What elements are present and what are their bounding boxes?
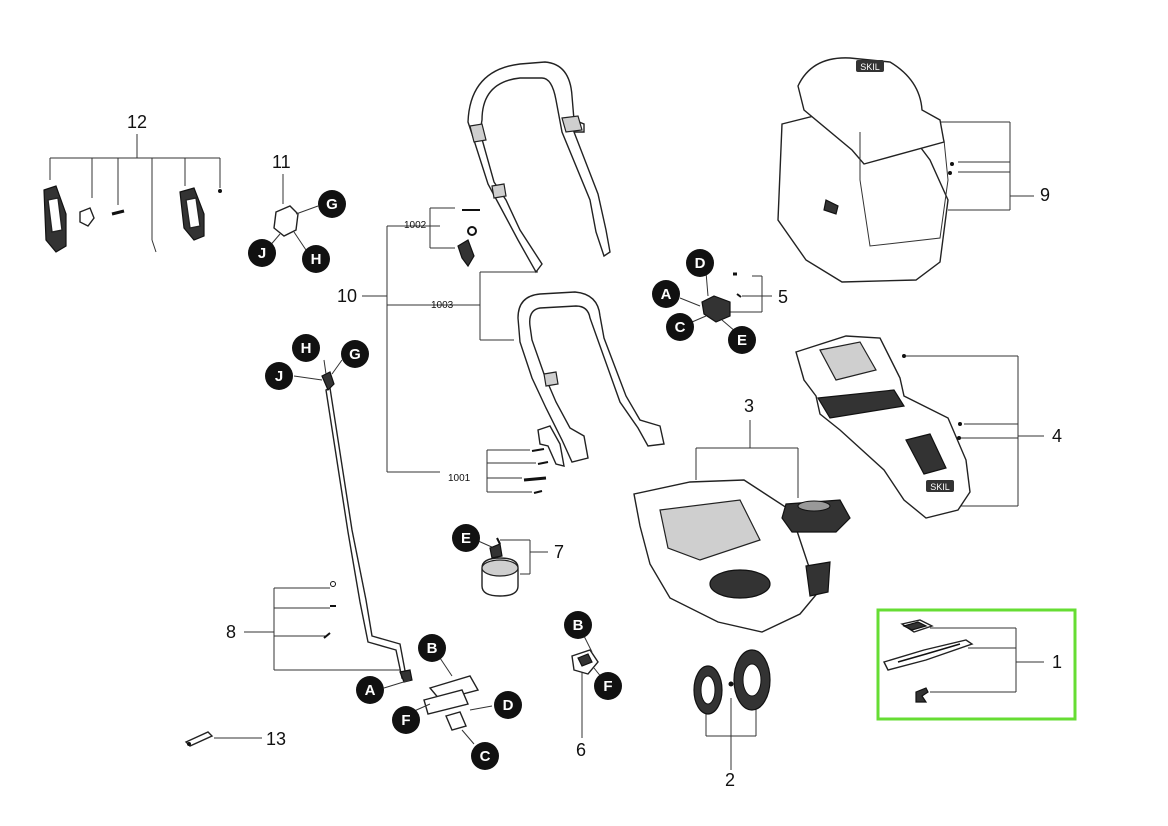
badge-h-8: H [292, 334, 320, 362]
part-3-deck[interactable]: 3 [633, 396, 851, 633]
part-13-key[interactable]: 13 [184, 729, 286, 749]
svg-text:B: B [427, 640, 438, 657]
part-number-9: 9 [1040, 185, 1050, 205]
svg-text:D: D [695, 255, 706, 272]
part-number-7: 7 [554, 542, 564, 562]
badge-a-5: A [652, 280, 680, 308]
deck-logo-plate [926, 480, 954, 492]
part-9-grass-bag[interactable]: 9 SKIL [777, 57, 1050, 283]
svg-text:A: A [661, 286, 672, 303]
badge-a-cable: A [356, 676, 384, 704]
part-number-5: 5 [778, 287, 788, 307]
selected-part-highlight [876, 608, 1077, 721]
sub-code-1002: 1002 [404, 220, 427, 231]
svg-text:C: C [675, 319, 686, 336]
badge-c-5: C [666, 313, 694, 341]
part-number-8: 8 [226, 622, 236, 642]
svg-text:E: E [737, 332, 747, 349]
part-number-11: 11 [272, 152, 291, 172]
badge-g-11: G [318, 190, 346, 218]
part-4-rear-guard[interactable]: 4 SKIL [795, 335, 1062, 519]
bag-logo-text: SKIL [860, 62, 880, 72]
badge-j-8: J [265, 362, 293, 390]
badge-f-cable: F [392, 706, 420, 734]
svg-text:G: G [349, 346, 361, 363]
part-number-1: 1 [1052, 652, 1062, 672]
badge-g-8: G [341, 340, 369, 368]
part-5-bracket[interactable]: 5 [679, 271, 788, 333]
part-11-switch[interactable]: 11 [267, 152, 319, 251]
part-8-cable[interactable]: 8 [226, 359, 413, 683]
svg-text:H: H [301, 340, 312, 357]
svg-text:J: J [275, 368, 283, 385]
svg-text:B: B [573, 617, 584, 634]
blade-bolt [915, 687, 929, 703]
part-10-handle[interactable]: 10 1002 1003 1001 [337, 61, 665, 494]
part-6-switch-box[interactable]: 6 [571, 635, 603, 760]
badge-e-7: E [452, 524, 480, 552]
svg-text:H: H [311, 251, 322, 268]
svg-text:A: A [365, 682, 376, 699]
svg-text:J: J [258, 245, 266, 262]
part-2-wheels[interactable]: 2 [693, 649, 771, 790]
part-number-3: 3 [744, 396, 754, 416]
svg-text:E: E [461, 530, 471, 547]
badge-h-11: H [302, 245, 330, 273]
upper-handle [467, 61, 611, 274]
sub-code-1001: 1001 [448, 473, 471, 484]
badge-f-6: F [594, 672, 622, 700]
sub-code-1003: 1003 [431, 300, 454, 311]
bracket-body [701, 295, 731, 323]
part-number-4: 4 [1052, 426, 1062, 446]
badge-d-cable: D [494, 691, 522, 719]
svg-text:D: D [503, 697, 514, 714]
svg-text:C: C [480, 748, 491, 765]
badge-e-5: E [728, 326, 756, 354]
deck-logo-text: SKIL [930, 482, 950, 492]
svg-text:F: F [401, 712, 410, 729]
svg-text:F: F [603, 678, 612, 695]
switch-body [273, 205, 299, 237]
part-number-10: 10 [337, 286, 357, 306]
badge-j-11: J [248, 239, 276, 267]
connector-cluster [383, 651, 493, 745]
badge-b-cable: B [418, 634, 446, 662]
part-number-12: 12 [127, 112, 147, 132]
cable-tube [325, 386, 407, 680]
part-12-group[interactable]: 12 [43, 112, 222, 253]
part-1-blade[interactable]: 1 [876, 608, 1077, 721]
lower-handle [517, 291, 665, 463]
badge-b-6: B [564, 611, 592, 639]
part-number-13: 13 [266, 729, 286, 749]
badge-c-cable: C [471, 742, 499, 770]
badge-d-5: D [686, 249, 714, 277]
bag-frame-top [797, 57, 945, 165]
part-number-6: 6 [576, 740, 586, 760]
part-7-motor[interactable]: 7 [475, 537, 564, 597]
part-number-2: 2 [725, 770, 735, 790]
handle-bracket [537, 425, 565, 467]
svg-text:G: G [326, 196, 338, 213]
latch-clip [79, 207, 95, 227]
bag-logo-plate [856, 60, 884, 72]
